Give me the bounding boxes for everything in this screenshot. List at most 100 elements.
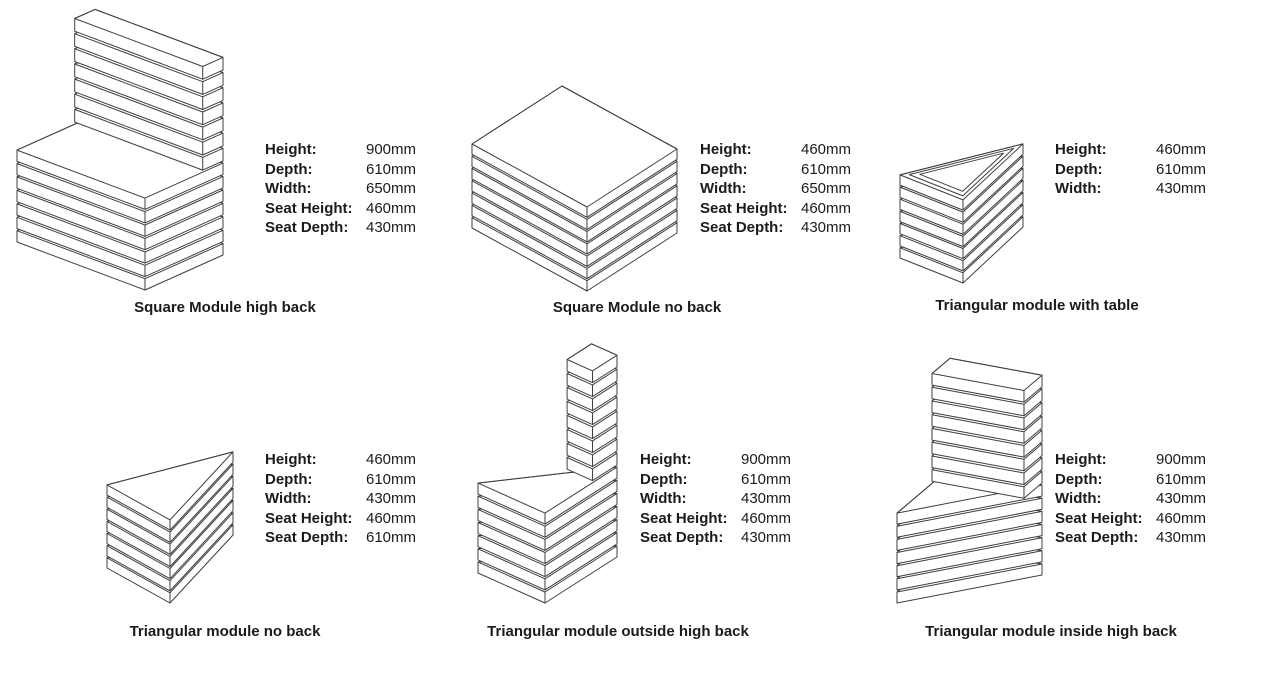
spec-value: 460mm (1156, 141, 1207, 158)
spec-value: 460mm (366, 509, 417, 527)
spec-row: Depth: 610mm (265, 160, 416, 180)
spec-row: Seat Height: 460mm (1055, 509, 1206, 529)
spec-value: 610mm (366, 470, 417, 488)
spec-label: Seat Height: (1055, 509, 1143, 527)
triangular-module-inside-high-back-drawing (896, 357, 1043, 604)
triangular-module-with-table-drawing (899, 143, 1024, 284)
spec-value: 430mm (366, 490, 417, 507)
spec-value: 610mm (366, 529, 417, 546)
spec-row: Height: 900mm (265, 140, 416, 160)
spec-row: Seat Depth: 430mm (1055, 528, 1206, 548)
spec-value: 460mm (801, 199, 852, 217)
spec-row: Seat Height: 460mm (265, 509, 416, 529)
spec-value: 650mm (801, 180, 852, 197)
spec-value: 430mm (741, 529, 792, 546)
spec-label: Depth: (265, 470, 313, 488)
spec-row: Seat Depth:430mm (640, 528, 791, 548)
spec-label: Width: (265, 490, 312, 507)
spec-row: Width: 650mm (700, 179, 851, 199)
spec-label: Height: (700, 141, 752, 158)
spec-value: 610mm (1156, 470, 1207, 488)
module-caption: Square Module no back (552, 299, 722, 316)
spec-row: Width: 430mm (265, 489, 416, 509)
spec-value: 610mm (1156, 160, 1207, 178)
spec-row: Width: 650mm (265, 179, 416, 199)
spec-label: Width: (1055, 490, 1102, 507)
spec-row: Depth: 610mm (640, 470, 791, 490)
spec-label: Seat Height: (640, 509, 728, 527)
spec-label: Height: (265, 141, 317, 158)
module-caption: Square Module high back (134, 299, 316, 316)
spec-row: Seat Height: 460mm (640, 509, 791, 529)
spec-label: Depth: (1055, 470, 1103, 488)
spec-value: 460mm (741, 509, 792, 527)
spec-value: 430mm (366, 219, 417, 236)
spec-label: Height: (265, 451, 317, 468)
spec-row: Width: 430mm (1055, 489, 1206, 509)
spec-row: Width: 430mm (640, 489, 791, 509)
spec-row: Depth: 610mm (700, 160, 851, 180)
spec-value: 460mm (366, 199, 417, 217)
spec-row: Seat Depth: 430mm (265, 218, 416, 238)
spec-value: 460mm (366, 451, 417, 468)
spec-label: Seat Height: (700, 199, 788, 217)
spec-label: Seat Depth: (700, 219, 784, 236)
spec-label: Depth: (640, 470, 688, 488)
square-module-no-back-drawing (471, 85, 678, 292)
spec-label: Width: (640, 490, 687, 507)
spec-row: Seat Depth: 430mm (700, 218, 851, 238)
spec-label: Seat Depth: (1055, 529, 1139, 546)
spec-value: 460mm (1156, 509, 1207, 527)
spec-label: Depth: (265, 160, 313, 178)
spec-value: 430mm (801, 219, 852, 236)
spec-row: Depth: 610mm (1055, 470, 1206, 490)
spec-value: 430mm (1156, 180, 1207, 197)
spec-label: Depth: (1055, 160, 1103, 178)
spec-label: Height: (1055, 141, 1107, 158)
spec-row: Height: 460mm (1055, 140, 1206, 160)
spec-label: Seat Depth: (265, 529, 349, 546)
spec-value: 430mm (741, 490, 792, 507)
spec-value: 650mm (366, 180, 417, 197)
spec-label: Seat Height: (265, 509, 353, 527)
spec-value: 900mm (366, 141, 417, 158)
spec-row: Seat Height: 460mm (265, 199, 416, 219)
spec-label: Height: (640, 451, 692, 468)
triangular-module-no-back-drawing (106, 451, 234, 604)
spec-value: 610mm (366, 160, 417, 178)
spec-value: 900mm (1156, 451, 1207, 468)
spec-value: 460mm (801, 141, 852, 158)
spec-row: Depth: 610mm (1055, 160, 1206, 180)
square-module-high-back-drawing (16, 8, 224, 291)
module-caption: Triangular module outside high back (487, 623, 749, 640)
module-caption: Triangular module no back (129, 623, 321, 640)
spec-row: Height: 460mm (265, 450, 416, 470)
spec-row: Height: 900mm (640, 450, 791, 470)
spec-row: Seat Height: 460mm (700, 199, 851, 219)
spec-value: 900mm (741, 451, 792, 468)
spec-row: Height: 460mm (700, 140, 851, 160)
spec-value: 610mm (741, 470, 792, 488)
spec-row: Height: 900mm (1055, 450, 1206, 470)
spec-label: Height: (1055, 451, 1107, 468)
spec-label: Seat Depth: (265, 219, 349, 236)
module-caption: Triangular module inside high back (925, 623, 1177, 640)
spec-label: Seat Height: (265, 199, 353, 217)
triangular-module-outside-high-back-drawing (477, 343, 618, 604)
spec-value: 610mm (801, 160, 852, 178)
spec-label: Depth: (700, 160, 748, 178)
module-caption: Triangular module with table (935, 297, 1139, 314)
spec-value: 430mm (1156, 529, 1207, 546)
spec-label: Width: (700, 180, 747, 197)
spec-row: Seat Depth: 610mm (265, 528, 416, 548)
spec-label: Width: (265, 180, 312, 197)
spec-value: 430mm (1156, 490, 1207, 507)
spec-row: Depth: 610mm (265, 470, 416, 490)
